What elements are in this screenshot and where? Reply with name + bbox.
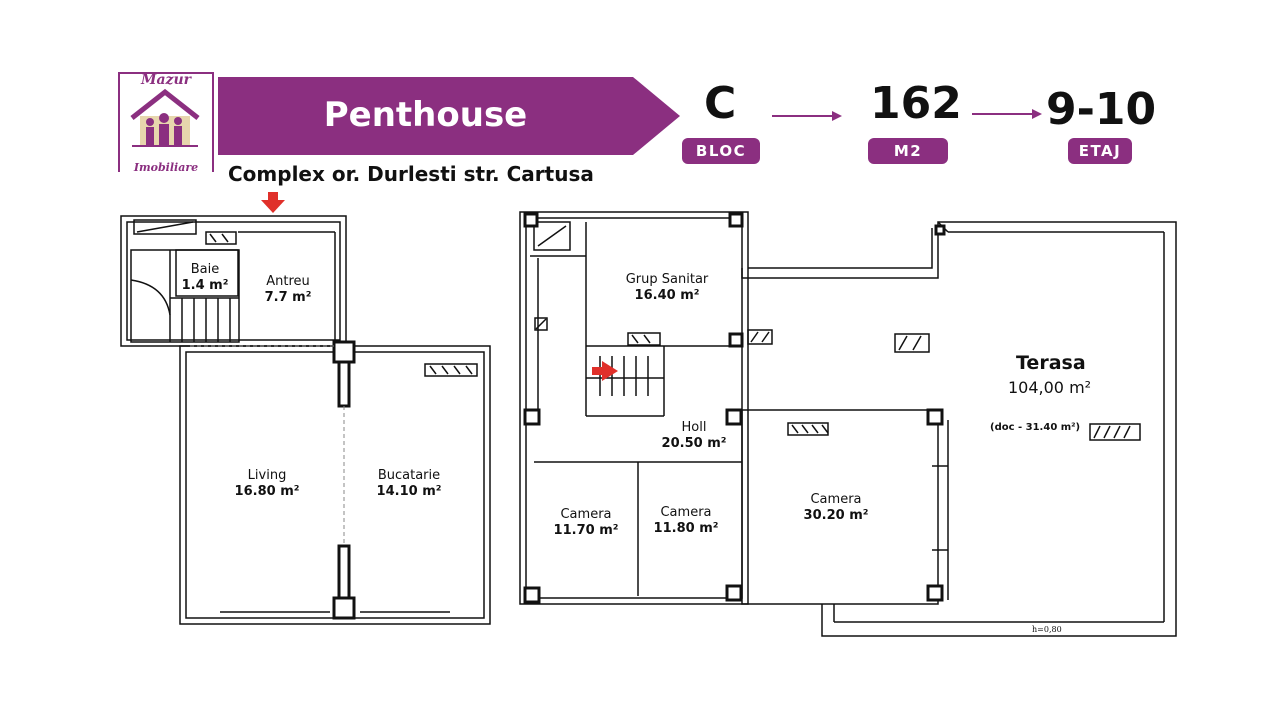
room-area: 7.7 m² xyxy=(264,290,312,305)
room-area: 20.50 m² xyxy=(661,436,727,451)
room-bucatarie: Bucatarie 14.10 m² xyxy=(364,468,454,500)
room-grup-sanitar: Grup Sanitar 16.40 m² xyxy=(612,272,722,304)
logo-subtitle: Imobiliare xyxy=(120,161,212,174)
room-area: 11.70 m² xyxy=(553,523,619,538)
room-camera-3: Camera 30.20 m² xyxy=(796,492,876,524)
page-title: Penthouse xyxy=(323,95,528,135)
room-name: Antreu xyxy=(266,274,310,289)
logo-name: Mazur xyxy=(140,72,192,88)
floor-label: ETAJ xyxy=(1068,138,1132,164)
room-holl: Holl 20.50 m² xyxy=(654,420,734,452)
room-name: Holl xyxy=(681,420,707,435)
room-baie: Baie 1.4 m² xyxy=(178,262,232,294)
room-name: Bucatarie xyxy=(377,468,441,483)
room-name: Camera xyxy=(660,505,712,520)
room-name: Living xyxy=(247,468,287,483)
railing-height-note: h=0,80 xyxy=(1032,625,1062,634)
room-antreu: Antreu 7.7 m² xyxy=(252,274,324,306)
area-label: M2 xyxy=(868,138,948,164)
connector-arrow-icon xyxy=(772,111,842,121)
room-name: Grup Sanitar xyxy=(625,272,709,287)
room-area: 11.80 m² xyxy=(653,521,719,536)
room-area: 14.10 m² xyxy=(376,484,442,499)
entrance-arrow-icon xyxy=(261,192,285,213)
bloc-value: C xyxy=(704,78,737,129)
stair-arrow-icon xyxy=(592,361,618,381)
house-family-icon xyxy=(130,88,200,147)
room-area: 16.40 m² xyxy=(634,288,700,303)
room-camera-2: Camera 11.80 m² xyxy=(646,505,726,537)
address-subtitle: Complex or. Durlesti str. Cartusa xyxy=(228,162,594,186)
connector-arrow-icon xyxy=(972,109,1042,119)
room-living: Living 16.80 m² xyxy=(222,468,312,500)
room-name: Camera xyxy=(810,492,862,507)
room-area: 1.4 m² xyxy=(181,278,229,293)
company-logo: Mazur Imobiliare xyxy=(118,72,214,174)
terrace-area: 104,00 m² xyxy=(1008,378,1092,397)
terrace-doc-note: (doc - 31.40 m²) xyxy=(990,422,1081,433)
room-area: 16.80 m² xyxy=(234,484,300,499)
room-area: 30.20 m² xyxy=(803,508,869,523)
room-camera-1: Camera 11.70 m² xyxy=(546,507,626,539)
room-name: Camera xyxy=(560,507,612,522)
title-banner: Penthouse xyxy=(218,77,680,155)
area-value: 162 xyxy=(870,78,962,129)
floor-value: 9-10 xyxy=(1046,84,1157,135)
room-name: Baie xyxy=(190,262,220,277)
bloc-label: BLOC xyxy=(682,138,760,164)
terrace-name: Terasa xyxy=(1016,352,1086,374)
